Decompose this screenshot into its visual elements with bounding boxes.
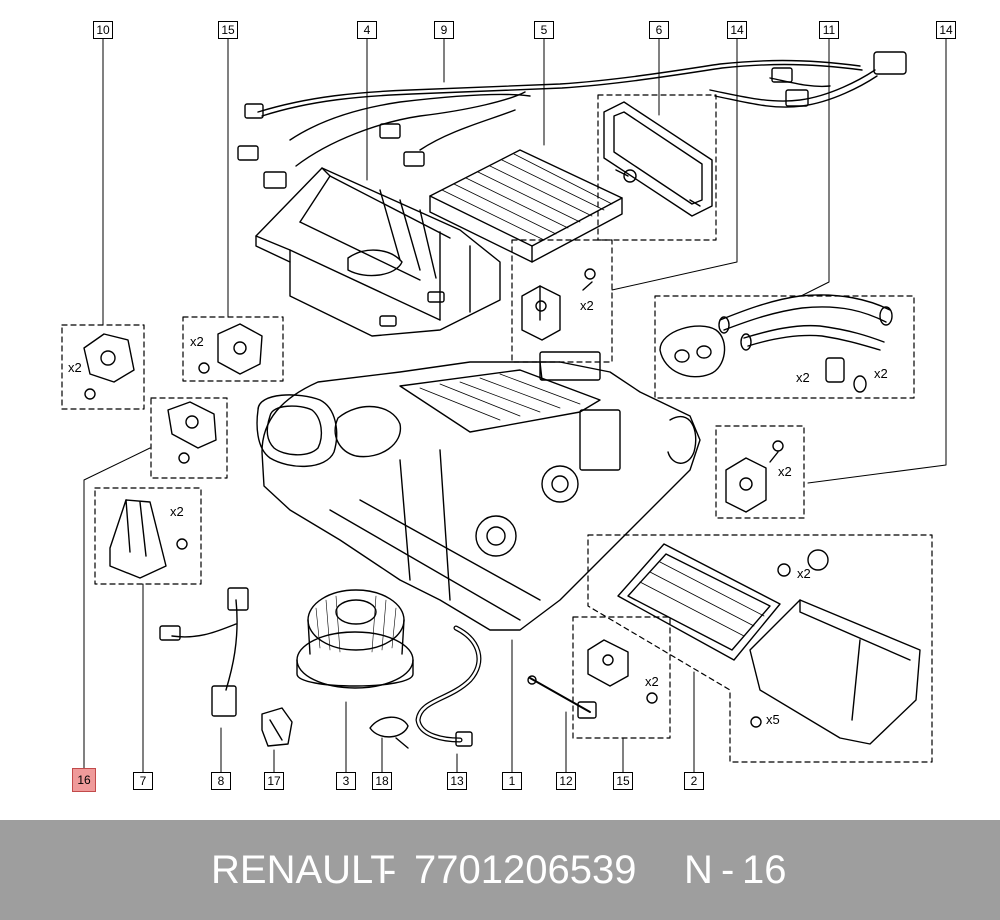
exploded-parts-diagram: 10 15 4 9 5 6 14 11 14 16 7 8 17 3 18 13… xyxy=(61,21,956,792)
footer-caption: RENAULT - 7701206539 N - 16 xyxy=(0,820,1000,920)
callout-5: 5 xyxy=(534,21,554,39)
heater-pipes-11 xyxy=(659,294,893,393)
callout-2: 2 xyxy=(684,772,704,790)
upper-housing-4 xyxy=(255,167,501,337)
pollen-filter-5 xyxy=(429,149,623,263)
sensor-18 xyxy=(369,716,409,749)
actuator-16 xyxy=(167,401,217,464)
callout-10: 10 xyxy=(93,21,113,39)
qty-label: x2 xyxy=(68,360,82,375)
callout-15-bottom: 15 xyxy=(613,772,633,790)
callout-17: 17 xyxy=(264,772,284,790)
actuator-14-upper xyxy=(521,268,596,341)
footer-bar: RENAULT - 7701206539 N - 16 xyxy=(0,820,1000,920)
cable-13 xyxy=(415,625,482,747)
part-17 xyxy=(261,707,293,747)
callout-6: 6 xyxy=(649,21,669,39)
heater-core-2 xyxy=(617,543,921,745)
qty-label: x2 xyxy=(797,566,811,581)
actuator-14-right xyxy=(725,440,784,513)
actuator-10 xyxy=(83,333,135,400)
qty-label: x2 xyxy=(778,464,792,479)
harness-8 xyxy=(159,587,249,717)
diagram-drawing xyxy=(61,36,947,773)
callout-4: 4 xyxy=(357,21,377,39)
heater-housing-1 xyxy=(256,351,701,631)
callout-18: 18 xyxy=(372,772,392,790)
qty-label: x2 xyxy=(580,298,594,313)
callout-8: 8 xyxy=(211,772,231,790)
reference-separator: - xyxy=(721,848,735,892)
footer-separator: - xyxy=(383,848,397,892)
callout-14-top: 14 xyxy=(727,21,747,39)
callout-3: 3 xyxy=(336,772,356,790)
callout-12: 12 xyxy=(556,772,576,790)
callout-9: 9 xyxy=(434,21,454,39)
filter-frame-6 xyxy=(603,101,713,217)
qty-label: x2 xyxy=(170,504,184,519)
reference-prefix: N xyxy=(684,848,713,892)
callout-16-highlighted: 16 xyxy=(72,768,96,792)
reference-number: 16 xyxy=(742,848,787,892)
actuator-15-left xyxy=(198,323,263,375)
qty-label: x2 xyxy=(190,334,204,349)
wiring-harness-9 xyxy=(237,51,907,189)
actuator-15-lower xyxy=(587,639,658,704)
callout-14-right: 14 xyxy=(936,21,956,39)
part-number: 7701206539 xyxy=(414,848,637,892)
group-boxes xyxy=(61,94,933,763)
callout-1: 1 xyxy=(502,772,522,790)
leader-lines xyxy=(83,36,947,773)
blower-motor-3 xyxy=(296,589,414,689)
sensor-12 xyxy=(527,675,597,719)
qty-label: x2 xyxy=(645,674,659,689)
callout-7: 7 xyxy=(133,772,153,790)
qty-label: x2 xyxy=(796,370,810,385)
callout-15-top: 15 xyxy=(218,21,238,39)
callout-11: 11 xyxy=(819,21,839,39)
brand-name: RENAULT xyxy=(211,848,395,892)
qty-label: x5 xyxy=(766,712,780,727)
resistor-7 xyxy=(109,499,188,579)
qty-label: x2 xyxy=(874,366,888,381)
callout-13: 13 xyxy=(447,772,467,790)
